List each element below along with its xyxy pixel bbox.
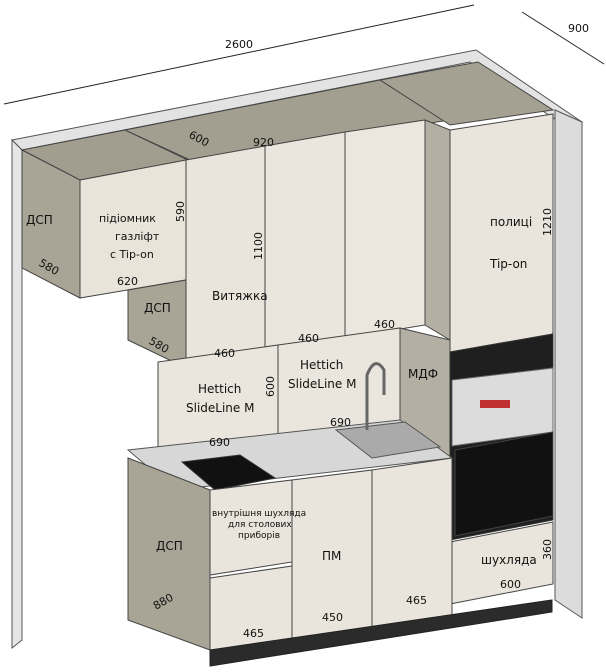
hettich-left-line1: Hettich: [198, 382, 241, 396]
overall-dimension-lines: [3, 4, 605, 105]
middle-height-label: 600: [264, 376, 277, 397]
tall-drawer-label: шухляда: [481, 553, 537, 567]
tall-shelves-label: полиці: [490, 215, 532, 229]
hood-label: Витяжка: [212, 289, 268, 303]
hood-height-label: 1100: [252, 232, 265, 260]
lift-label-line1: підіомник: [99, 212, 156, 225]
room-walls: [10, 49, 584, 650]
tall-height-label: 1210: [541, 208, 554, 236]
sink-cab-width-label: 465: [406, 594, 427, 607]
dishwasher-width-label: 450: [322, 611, 343, 624]
lift-label-line2: газліфт: [115, 230, 160, 243]
door-width-label-2: 460: [298, 332, 319, 345]
dsp-label-1: ДСП: [26, 213, 53, 227]
inner-drawer-line3: приборів: [238, 531, 280, 541]
mdf-label: МДФ: [408, 367, 438, 381]
door-width-label-3: 460: [374, 318, 395, 331]
inner-drawer-line2: для столових: [228, 520, 292, 530]
upper-width-920-label: 920: [253, 136, 274, 149]
lift-label-line3: с Tip-on: [110, 248, 154, 261]
tall-tipon-label: Tip-on: [489, 257, 527, 271]
faucet-icon: [365, 362, 386, 430]
hettich-right-line1: Hettich: [300, 358, 343, 372]
inner-drawer-line1: внутрішня шухляда: [212, 509, 306, 519]
lift-width-label: 620: [117, 275, 138, 288]
middle-left-width-label: 690: [209, 436, 230, 449]
dishwasher-label: ПМ: [322, 549, 341, 563]
oven-display-icon: [480, 400, 510, 408]
tall-cabinet: [449, 113, 554, 605]
dsp-label-2: ДСП: [144, 301, 171, 315]
small-left-cabinet: [127, 279, 187, 369]
hood-width-label: 460: [214, 347, 235, 360]
hettich-right-line2: SlideLine M: [288, 377, 356, 391]
worktop: [126, 362, 454, 491]
lower-drawer-width-label: 465: [243, 627, 264, 640]
hettich-left-line2: SlideLine M: [186, 401, 254, 415]
overall-width-label: 2600: [225, 38, 253, 51]
hob-icon: [180, 454, 277, 491]
middle-right-width-label: 690: [330, 416, 351, 429]
lower-dsp-label: ДСП: [156, 539, 183, 553]
lift-height-label: 590: [174, 201, 187, 222]
tall-drawer-width-label: 600: [500, 578, 521, 591]
sink-icon: [334, 421, 442, 459]
tall-drawer-height-label: 360: [541, 539, 554, 560]
lower-cabinets: [127, 457, 553, 667]
overall-depth-label: 900: [568, 22, 589, 35]
lift-cabinet: [21, 149, 187, 299]
